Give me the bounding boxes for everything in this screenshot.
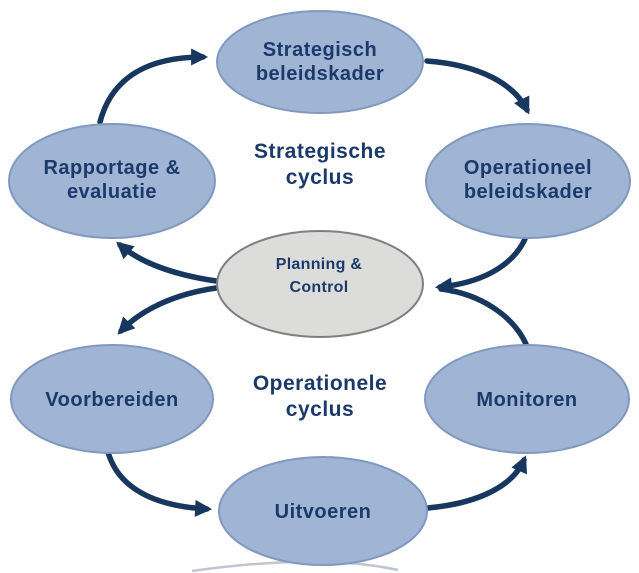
arrow-planning-to-voorbereiden bbox=[117, 285, 219, 335]
node-rapportage-evaluatie bbox=[8, 123, 216, 239]
strategische-cyclus-label-line1: Strategische bbox=[254, 140, 386, 163]
uitvoeren-label: Uitvoeren bbox=[275, 501, 372, 523]
node-monitoren bbox=[424, 344, 630, 454]
node-voorbereiden bbox=[10, 344, 214, 454]
arrow-uitvoeren-to-monitoren bbox=[425, 455, 527, 511]
arrow-monitoren-to-planning bbox=[438, 286, 529, 347]
operationeel-beleidskader-label-line1: Operationeel bbox=[464, 157, 592, 179]
node-uitvoeren bbox=[218, 456, 428, 566]
operationeel-beleidskader-label-line2: beleidskader bbox=[464, 181, 592, 203]
operationele-cyclus-label-line1: Operationele bbox=[253, 372, 387, 395]
arrow-strategisch-to-operationeel bbox=[424, 58, 530, 115]
strategische-cyclus-label-line2: cyclus bbox=[286, 166, 354, 189]
node-strategisch-beleidskader bbox=[216, 10, 424, 114]
strategisch-beleidskader-label-line1: Strategisch bbox=[263, 39, 377, 61]
arrow-voorbereiden-to-uitvoeren bbox=[105, 449, 213, 517]
operationele-cyclus-label-line2: cyclus bbox=[286, 398, 354, 421]
node-planning-control bbox=[216, 230, 424, 338]
rapportage-evaluatie-label-line2: evaluatie bbox=[67, 181, 157, 203]
voorbereiden-label: Voorbereiden bbox=[45, 389, 178, 411]
node-operationeel-beleidskader bbox=[425, 123, 631, 239]
rapportage-evaluatie-label-line1: Rapportage & bbox=[43, 157, 180, 179]
strategisch-beleidskader-label-line2: beleidskader bbox=[256, 63, 384, 85]
arrow-operationeel-to-planning bbox=[434, 236, 528, 295]
monitoren-label: Monitoren bbox=[476, 389, 577, 411]
arrow-rapportage-to-strategisch bbox=[97, 48, 209, 125]
arrow-planning-to-rapportage bbox=[116, 241, 219, 284]
planning-control-label-line1: Planning & bbox=[276, 256, 363, 273]
planning-control-label-line2: Control bbox=[290, 279, 349, 296]
